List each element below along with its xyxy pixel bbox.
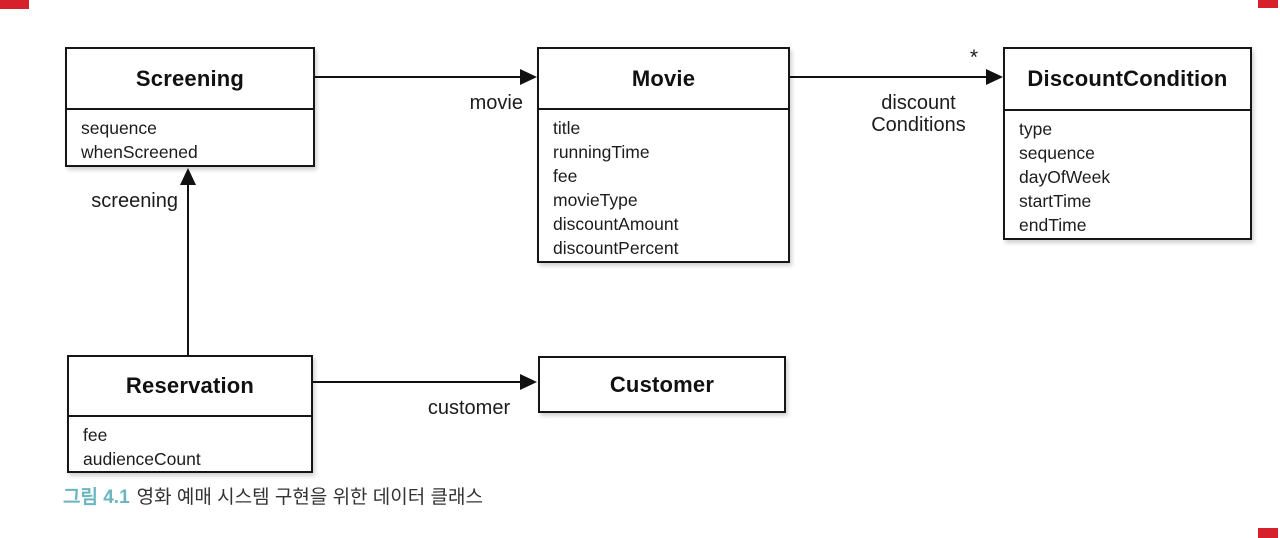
page-corner-mark xyxy=(1258,528,1278,538)
association-label-customer: customer xyxy=(427,397,511,419)
class-box-movie: Movie title runningTime fee movieType di… xyxy=(537,47,790,263)
class-attribute: discountAmount xyxy=(553,214,679,234)
figure-caption: 그림 4.1 영화 예매 시스템 구현을 위한 데이터 클래스 xyxy=(63,486,483,510)
figure-caption-text: 영화 예매 시스템 구현을 위한 데이터 클래스 xyxy=(136,487,483,508)
arrowhead-icon xyxy=(180,168,196,185)
association-label-movie: movie xyxy=(469,92,523,114)
class-attribute: audienceCount xyxy=(83,449,201,469)
class-attributes: type sequence dayOfWeek startTime endTim… xyxy=(1005,109,1250,237)
arrowhead-icon xyxy=(986,69,1003,85)
class-attribute: endTime xyxy=(1019,215,1087,235)
page-corner-mark xyxy=(0,0,29,9)
arrowhead-icon xyxy=(520,69,537,85)
arrowhead-icon xyxy=(520,374,537,390)
class-attributes: fee audienceCount xyxy=(69,415,311,471)
class-attribute: dayOfWeek xyxy=(1019,167,1111,187)
class-box-reservation: Reservation fee audienceCount xyxy=(67,355,313,473)
class-title: DiscountCondition xyxy=(1027,66,1228,91)
association-line-screening-movie xyxy=(315,76,523,78)
association-label-screening: screening xyxy=(91,190,178,212)
multiplicity-star: * xyxy=(969,46,979,69)
class-box-discountcondition: DiscountCondition type sequence dayOfWee… xyxy=(1003,47,1252,240)
class-attribute: type xyxy=(1019,119,1053,139)
association-line-movie-discountcondition xyxy=(790,76,988,78)
class-attribute: startTime xyxy=(1019,191,1092,211)
class-attribute: title xyxy=(553,118,581,138)
class-attribute: discountPercent xyxy=(553,238,679,258)
class-title: Movie xyxy=(631,65,696,91)
association-label-discount-conditions: discount Conditions xyxy=(852,92,985,136)
class-attribute: fee xyxy=(553,166,578,186)
class-attribute: movieType xyxy=(553,190,638,210)
class-box-screening: Screening sequence whenScreened xyxy=(65,47,315,167)
association-label-line: discount xyxy=(881,92,956,114)
class-attribute: sequence xyxy=(1019,143,1095,163)
association-label-line: Conditions xyxy=(871,114,966,136)
class-title: Screening xyxy=(135,65,245,91)
class-attribute: whenScreened xyxy=(81,142,198,162)
class-attributes: title runningTime fee movieType discount… xyxy=(539,108,788,260)
class-attribute: fee xyxy=(83,425,108,445)
class-attributes: sequence whenScreened xyxy=(67,108,313,164)
class-title: Customer xyxy=(609,371,715,397)
page-corner-mark xyxy=(1258,0,1278,8)
association-line-reservation-customer xyxy=(313,381,521,383)
class-title: Reservation xyxy=(125,373,255,398)
class-box-customer: Customer xyxy=(538,356,786,413)
class-attribute: runningTime xyxy=(553,142,650,162)
class-attribute: sequence xyxy=(81,118,157,138)
figure-caption-number: 그림 4.1 xyxy=(63,487,130,508)
association-line-reservation-screening xyxy=(187,183,189,355)
